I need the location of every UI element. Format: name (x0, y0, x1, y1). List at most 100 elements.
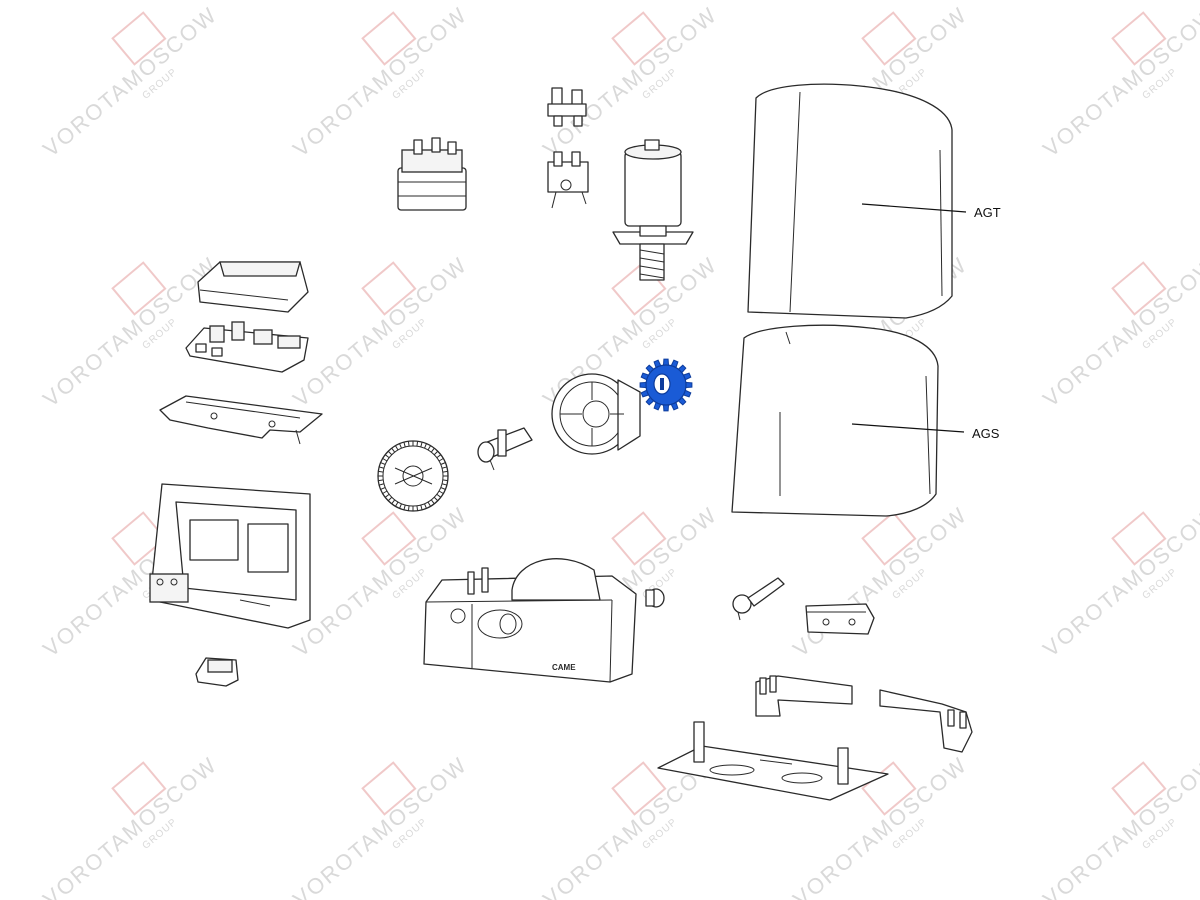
gear-tooth (442, 479, 448, 482)
base-housing-part[interactable]: CAME (423, 558, 637, 683)
leader-line-agt (861, 203, 967, 213)
limit-bracket-left-part[interactable] (755, 675, 853, 717)
gear-tooth (441, 466, 447, 469)
watermark-logo-icon (361, 761, 417, 816)
watermark-logo-icon (861, 511, 917, 566)
terminal-clips-part[interactable] (547, 87, 587, 127)
leader-line-ags (851, 423, 965, 433)
watermark-text: VOROTAMOSCOW (288, 2, 472, 162)
came-brand-mark: CAME (552, 663, 576, 672)
release-lever-part[interactable] (732, 577, 785, 621)
limit-switch-part[interactable] (547, 151, 589, 209)
gear-tooth (399, 503, 402, 509)
cover-agt-part[interactable] (747, 83, 953, 319)
gear-tooth (416, 441, 419, 447)
gear-tooth (430, 447, 435, 453)
gear-tooth (427, 445, 431, 451)
gear-tooth (379, 483, 385, 486)
transformer-part[interactable] (397, 137, 467, 211)
gear-tooth (378, 479, 384, 482)
watermark-logo-icon (361, 11, 417, 66)
watermark-text: VOROTAMOSCOW (1038, 2, 1200, 162)
limit-bracket-right-part[interactable] (879, 689, 973, 753)
gear-tooth (441, 483, 447, 486)
gear-tooth (379, 466, 385, 469)
watermark-logo-icon (1111, 11, 1167, 66)
gear-tooth (380, 462, 386, 465)
watermark-logo-icon (361, 261, 417, 316)
gear-tooth (395, 501, 399, 507)
gear-tooth (395, 445, 399, 451)
release-knob-part[interactable] (645, 588, 665, 608)
watermark-text: VOROTAMOSCOW (788, 502, 972, 662)
watermark-logo-icon (111, 11, 167, 66)
gear-tooth (442, 470, 448, 473)
gear-tooth (380, 487, 386, 490)
pinion-gear-highlighted[interactable] (639, 358, 693, 412)
gear-tooth (436, 493, 442, 498)
gear-tooth (440, 487, 446, 490)
gear-tooth (407, 441, 410, 447)
output-shaft-part[interactable] (477, 427, 533, 471)
gear-tooth (399, 443, 402, 449)
gear-tooth (407, 505, 410, 511)
drive-gear-part[interactable] (377, 440, 449, 512)
watermark-logo-icon (611, 761, 667, 816)
watermark-text: VOROTAMOSCOW (538, 2, 722, 162)
gear-tooth (391, 499, 396, 505)
control-board-part[interactable] (185, 321, 309, 373)
watermark-logo-icon (611, 11, 667, 66)
chassis-frame-part[interactable] (149, 483, 311, 629)
cover-ags-part[interactable] (731, 324, 939, 517)
gear-tooth (403, 504, 406, 510)
watermark-logo-icon (1111, 511, 1167, 566)
gear-tooth (378, 470, 384, 473)
gear-tooth (382, 490, 388, 494)
watermark-logo-icon (1111, 761, 1167, 816)
gear-tooth (438, 490, 444, 494)
motor-part[interactable] (612, 139, 694, 281)
gear-tooth (403, 442, 406, 448)
watermark-text: VOROTAMOSCOW (1038, 252, 1200, 412)
callout-agt: AGT (974, 205, 1001, 220)
watermark-text: VOROTAMOSCOW (288, 252, 472, 412)
watermark-logo-icon (611, 511, 667, 566)
gear-tooth (438, 458, 444, 462)
watermark-logo-icon (111, 511, 167, 566)
callout-ags: AGS (972, 426, 1000, 441)
watermark-text: VOROTAMOSCOW (38, 252, 222, 412)
watermark-text: VOROTAMOSCOW (38, 2, 222, 162)
gearbox-cover-part[interactable] (551, 373, 641, 455)
relay-module-part[interactable] (195, 657, 239, 687)
lock-bracket-part[interactable] (805, 603, 875, 635)
gear-tooth (416, 505, 419, 511)
watermark-logo-icon (861, 11, 917, 66)
gear-tooth (384, 454, 390, 459)
gear-tooth (387, 450, 393, 456)
board-mounting-plate-part[interactable] (159, 395, 323, 445)
gear-tooth (382, 458, 388, 462)
foundation-plate-part[interactable] (657, 721, 889, 801)
gear-tooth (440, 462, 446, 465)
watermark-logo-icon (111, 761, 167, 816)
gear-tooth (391, 447, 396, 453)
gear-tooth (420, 504, 423, 510)
gear-tooth (420, 442, 423, 448)
gear-tooth (433, 450, 439, 456)
gear-tooth (424, 503, 427, 509)
control-board-cover-part[interactable] (197, 261, 309, 313)
gear-tooth (433, 496, 439, 502)
gear-tooth (436, 454, 442, 459)
watermark-logo-icon (111, 261, 167, 316)
